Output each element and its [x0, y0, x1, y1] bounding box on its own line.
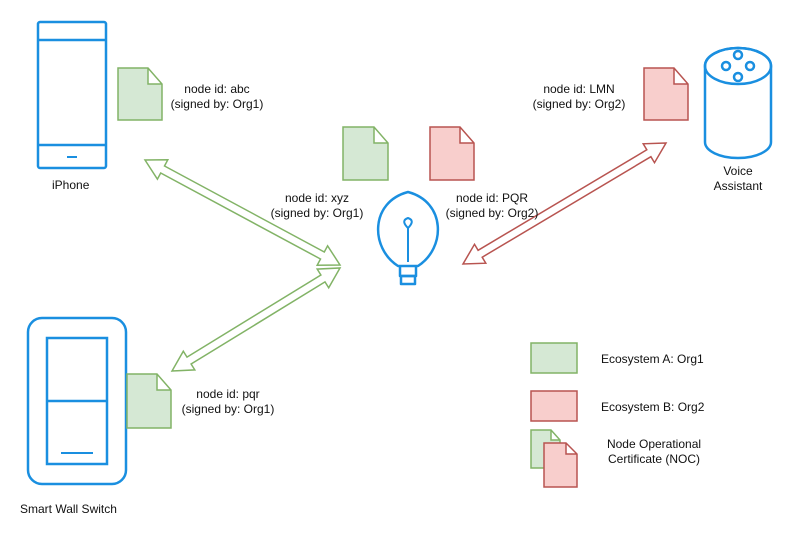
- cert-pqr-org2-node-id: node id: PQR: [455, 191, 529, 205]
- cert-lmn-signed-by: (signed by: Org2): [532, 97, 626, 111]
- legend-noc-line2: Certificate (NOC): [607, 452, 700, 466]
- legend-ecosystem-a-label: Ecosystem A: Org1: [601, 352, 704, 366]
- iphone-label: iPhone: [52, 178, 90, 192]
- voice-assistant-label-line1: Voice: [723, 164, 753, 178]
- legend-noc-icon: [530, 429, 578, 488]
- cert-xyz-node-id: node id: xyz: [284, 191, 350, 205]
- legend-noc-line1: Node Operational: [606, 437, 702, 451]
- certificate-doc-xyz: [342, 126, 389, 181]
- cert-label-lmn: node id: LMN (signed by: Org2): [524, 82, 634, 112]
- cert-abc-node-id: node id: abc: [184, 82, 250, 96]
- cert-xyz-signed-by: (signed by: Org1): [270, 206, 364, 220]
- certificate-doc-abc: [117, 67, 163, 121]
- cert-pqr-org2-signed-by: (signed by: Org2): [445, 206, 539, 220]
- legend-swatch-ecosystem-b: [530, 390, 578, 422]
- voice-assistant-icon: [703, 46, 773, 160]
- legend-ecosystem-b-label: Ecosystem B: Org2: [601, 400, 705, 414]
- voice-assistant-label-line2: Assistant: [713, 179, 763, 193]
- cert-label-abc: node id: abc (signed by: Org1): [162, 82, 272, 112]
- cert-lmn-node-id: node id: LMN: [543, 82, 615, 96]
- arrow-assistant-bulb: [461, 142, 668, 265]
- cert-pqr-org1-node-id: node id: pqr: [196, 387, 260, 401]
- cert-label-xyz: node id: xyz (signed by: Org1): [262, 191, 372, 221]
- legend-noc-label: Node Operational Certificate (NOC): [592, 437, 716, 467]
- cert-abc-signed-by: (signed by: Org1): [170, 97, 264, 111]
- certificate-doc-pqr-org1: [126, 373, 172, 429]
- light-bulb-icon: [376, 190, 440, 286]
- arrow-iphone-bulb: [143, 159, 342, 266]
- certificate-doc-lmn: [643, 67, 689, 121]
- smart-wall-switch-label: Smart Wall Switch: [20, 502, 117, 516]
- smart-wall-switch-icon: [26, 316, 128, 486]
- cert-label-pqr-org2: node id: PQR (signed by: Org2): [437, 191, 547, 221]
- cert-pqr-org1-signed-by: (signed by: Org1): [181, 402, 275, 416]
- arrow-switch-bulb: [170, 267, 342, 372]
- certificate-doc-pqr-org2: [429, 126, 475, 181]
- voice-assistant-label: Voice Assistant: [703, 164, 773, 194]
- legend-swatch-ecosystem-a: [530, 342, 578, 374]
- cert-label-pqr-org1: node id: pqr (signed by: Org1): [173, 387, 283, 417]
- iphone-icon: [36, 20, 108, 170]
